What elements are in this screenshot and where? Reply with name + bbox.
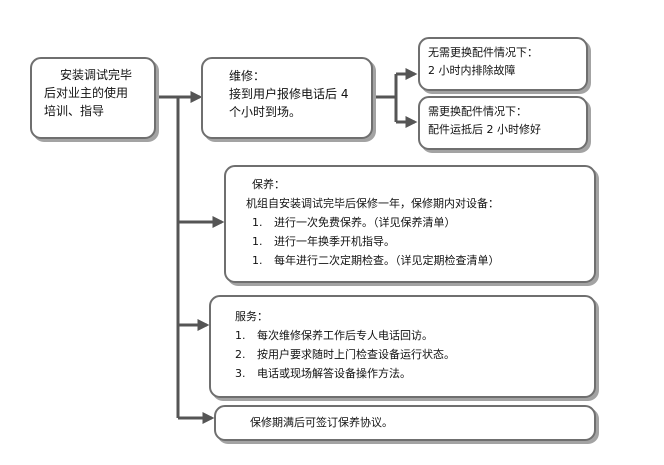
no-parts-text: 2 小时内排除故障 — [428, 64, 516, 77]
after-warranty-text: 保修期满后可签订保养协议。 — [250, 416, 393, 429]
service-item-2-num: 2. — [235, 348, 246, 361]
upkeep-item-3-text: 每年进行二次定期检查。（详见定期检查清单） — [274, 254, 500, 267]
service-item-3-num: 3. — [235, 367, 246, 380]
with-parts-text: 配件运抵后 2 小时修好 — [428, 123, 541, 136]
start-box: 安装调试完毕 后对业主的使用 培训、指导 — [30, 57, 156, 139]
no-parts-title: 无需更换配件情况下： — [428, 46, 538, 59]
upkeep-item-2-num: 1. — [252, 235, 263, 248]
maintenance-title: 维修： — [229, 69, 266, 83]
start-line-1: 安装调试完毕 — [60, 68, 133, 82]
service-box: 服务： 1. 每次维修保养工作后专人电话回访。 2. 按用户要求随时上门检查设备… — [209, 295, 596, 398]
service-item-1: 1. 每次维修保养工作后专人电话回访。 — [235, 326, 584, 345]
service-item-1-text: 每次维修保养工作后专人电话回访。 — [257, 329, 433, 342]
upkeep-item-1-text: 进行一次免费保养。（详见保养清单） — [274, 216, 456, 229]
upkeep-item-1: 1. 进行一次免费保养。（详见保养清单） — [252, 213, 584, 232]
service-title: 服务： — [235, 310, 268, 323]
upkeep-box: 保养： 机组自安装调试完毕后保修一年，保修期内对设备： 1. 进行一次免费保养。… — [224, 165, 596, 283]
upkeep-title: 保养： — [252, 178, 285, 191]
upkeep-item-2: 1. 进行一年换季开机指导。 — [252, 232, 584, 251]
maintenance-box: 维修： 接到用户报修电话后 4 个小时到场。 — [201, 57, 373, 139]
service-item-3: 3. 电话或现场解答设备操作方法。 — [235, 364, 584, 383]
start-line-3: 培训、指导 — [44, 104, 105, 118]
after-warranty-box: 保修期满后可签订保养协议。 — [214, 405, 596, 441]
upkeep-item-3-num: 1. — [252, 254, 263, 267]
with-parts-title: 需更换配件情况下： — [428, 105, 527, 118]
maintenance-line-2: 个小时到场。 — [229, 105, 302, 119]
upkeep-item-1-num: 1. — [252, 216, 263, 229]
service-item-2: 2. 按用户要求随时上门检查设备运行状态。 — [235, 345, 584, 364]
maintenance-line-1: 接到用户报修电话后 4 — [229, 87, 349, 101]
upkeep-item-3: 1. 每年进行二次定期检查。（详见定期检查清单） — [252, 251, 584, 270]
service-item-2-text: 按用户要求随时上门检查设备运行状态。 — [257, 348, 455, 361]
upkeep-item-2-text: 进行一年换季开机指导。 — [274, 235, 395, 248]
service-item-3-text: 电话或现场解答设备操作方法。 — [257, 367, 411, 380]
upkeep-intro: 机组自安装调试完毕后保修一年，保修期内对设备： — [246, 197, 499, 210]
no-parts-box: 无需更换配件情况下： 2 小时内排除故障 — [418, 37, 588, 91]
service-item-1-num: 1. — [235, 329, 246, 342]
with-parts-box: 需更换配件情况下： 配件运抵后 2 小时修好 — [418, 96, 588, 150]
start-line-2: 后对业主的使用 — [44, 86, 129, 100]
